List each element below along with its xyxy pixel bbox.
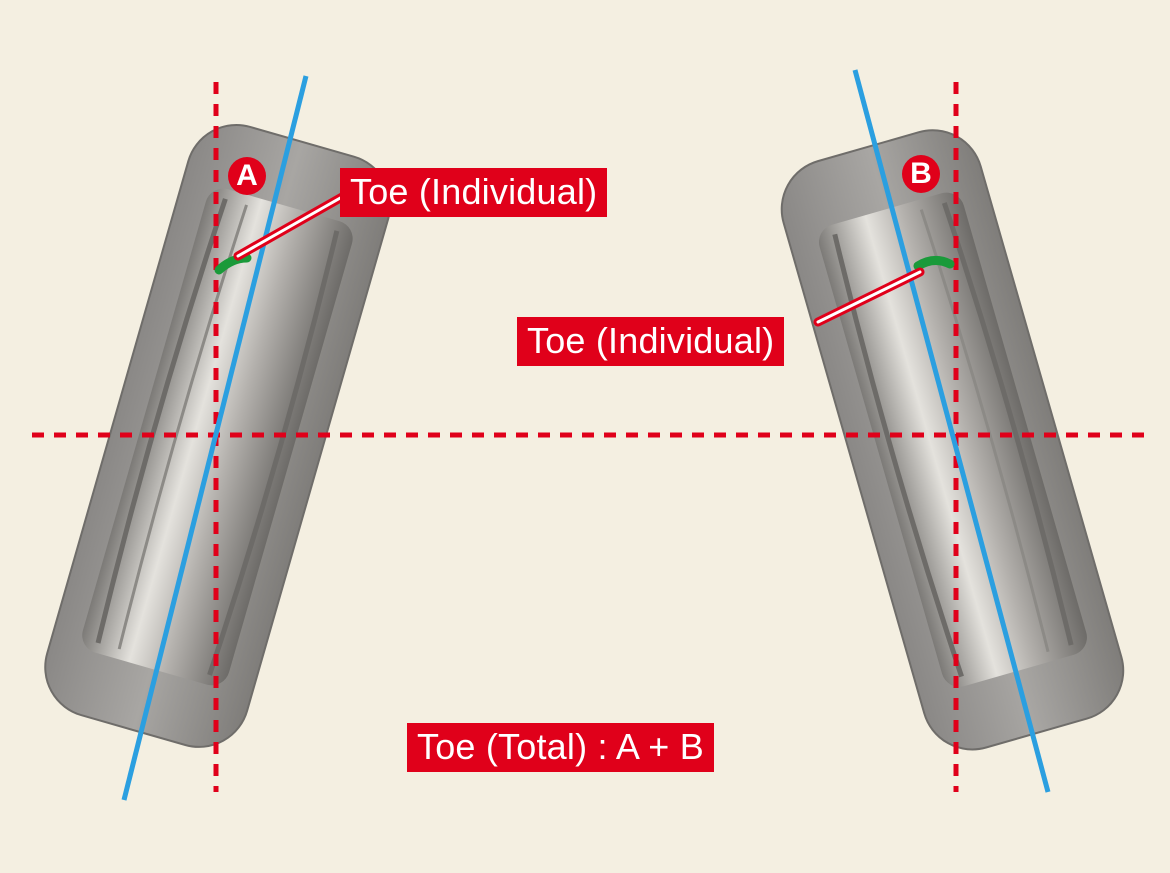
marker-a: A [228,157,266,195]
left-wheel-axis-line [121,75,309,801]
marker-b: B [902,155,940,193]
right-toe-angle-arc [913,256,955,271]
right-wheel-axis-line [852,69,1051,793]
right-leader-line [813,267,925,327]
toe-total-label: Toe (Total) : A + B [407,723,714,772]
right-toe-individual-label: Toe (Individual) [517,317,785,366]
left-leader-line [233,192,347,261]
left-toe-individual-label: Toe (Individual) [340,168,608,217]
left-toe-angle-arc [214,253,252,275]
